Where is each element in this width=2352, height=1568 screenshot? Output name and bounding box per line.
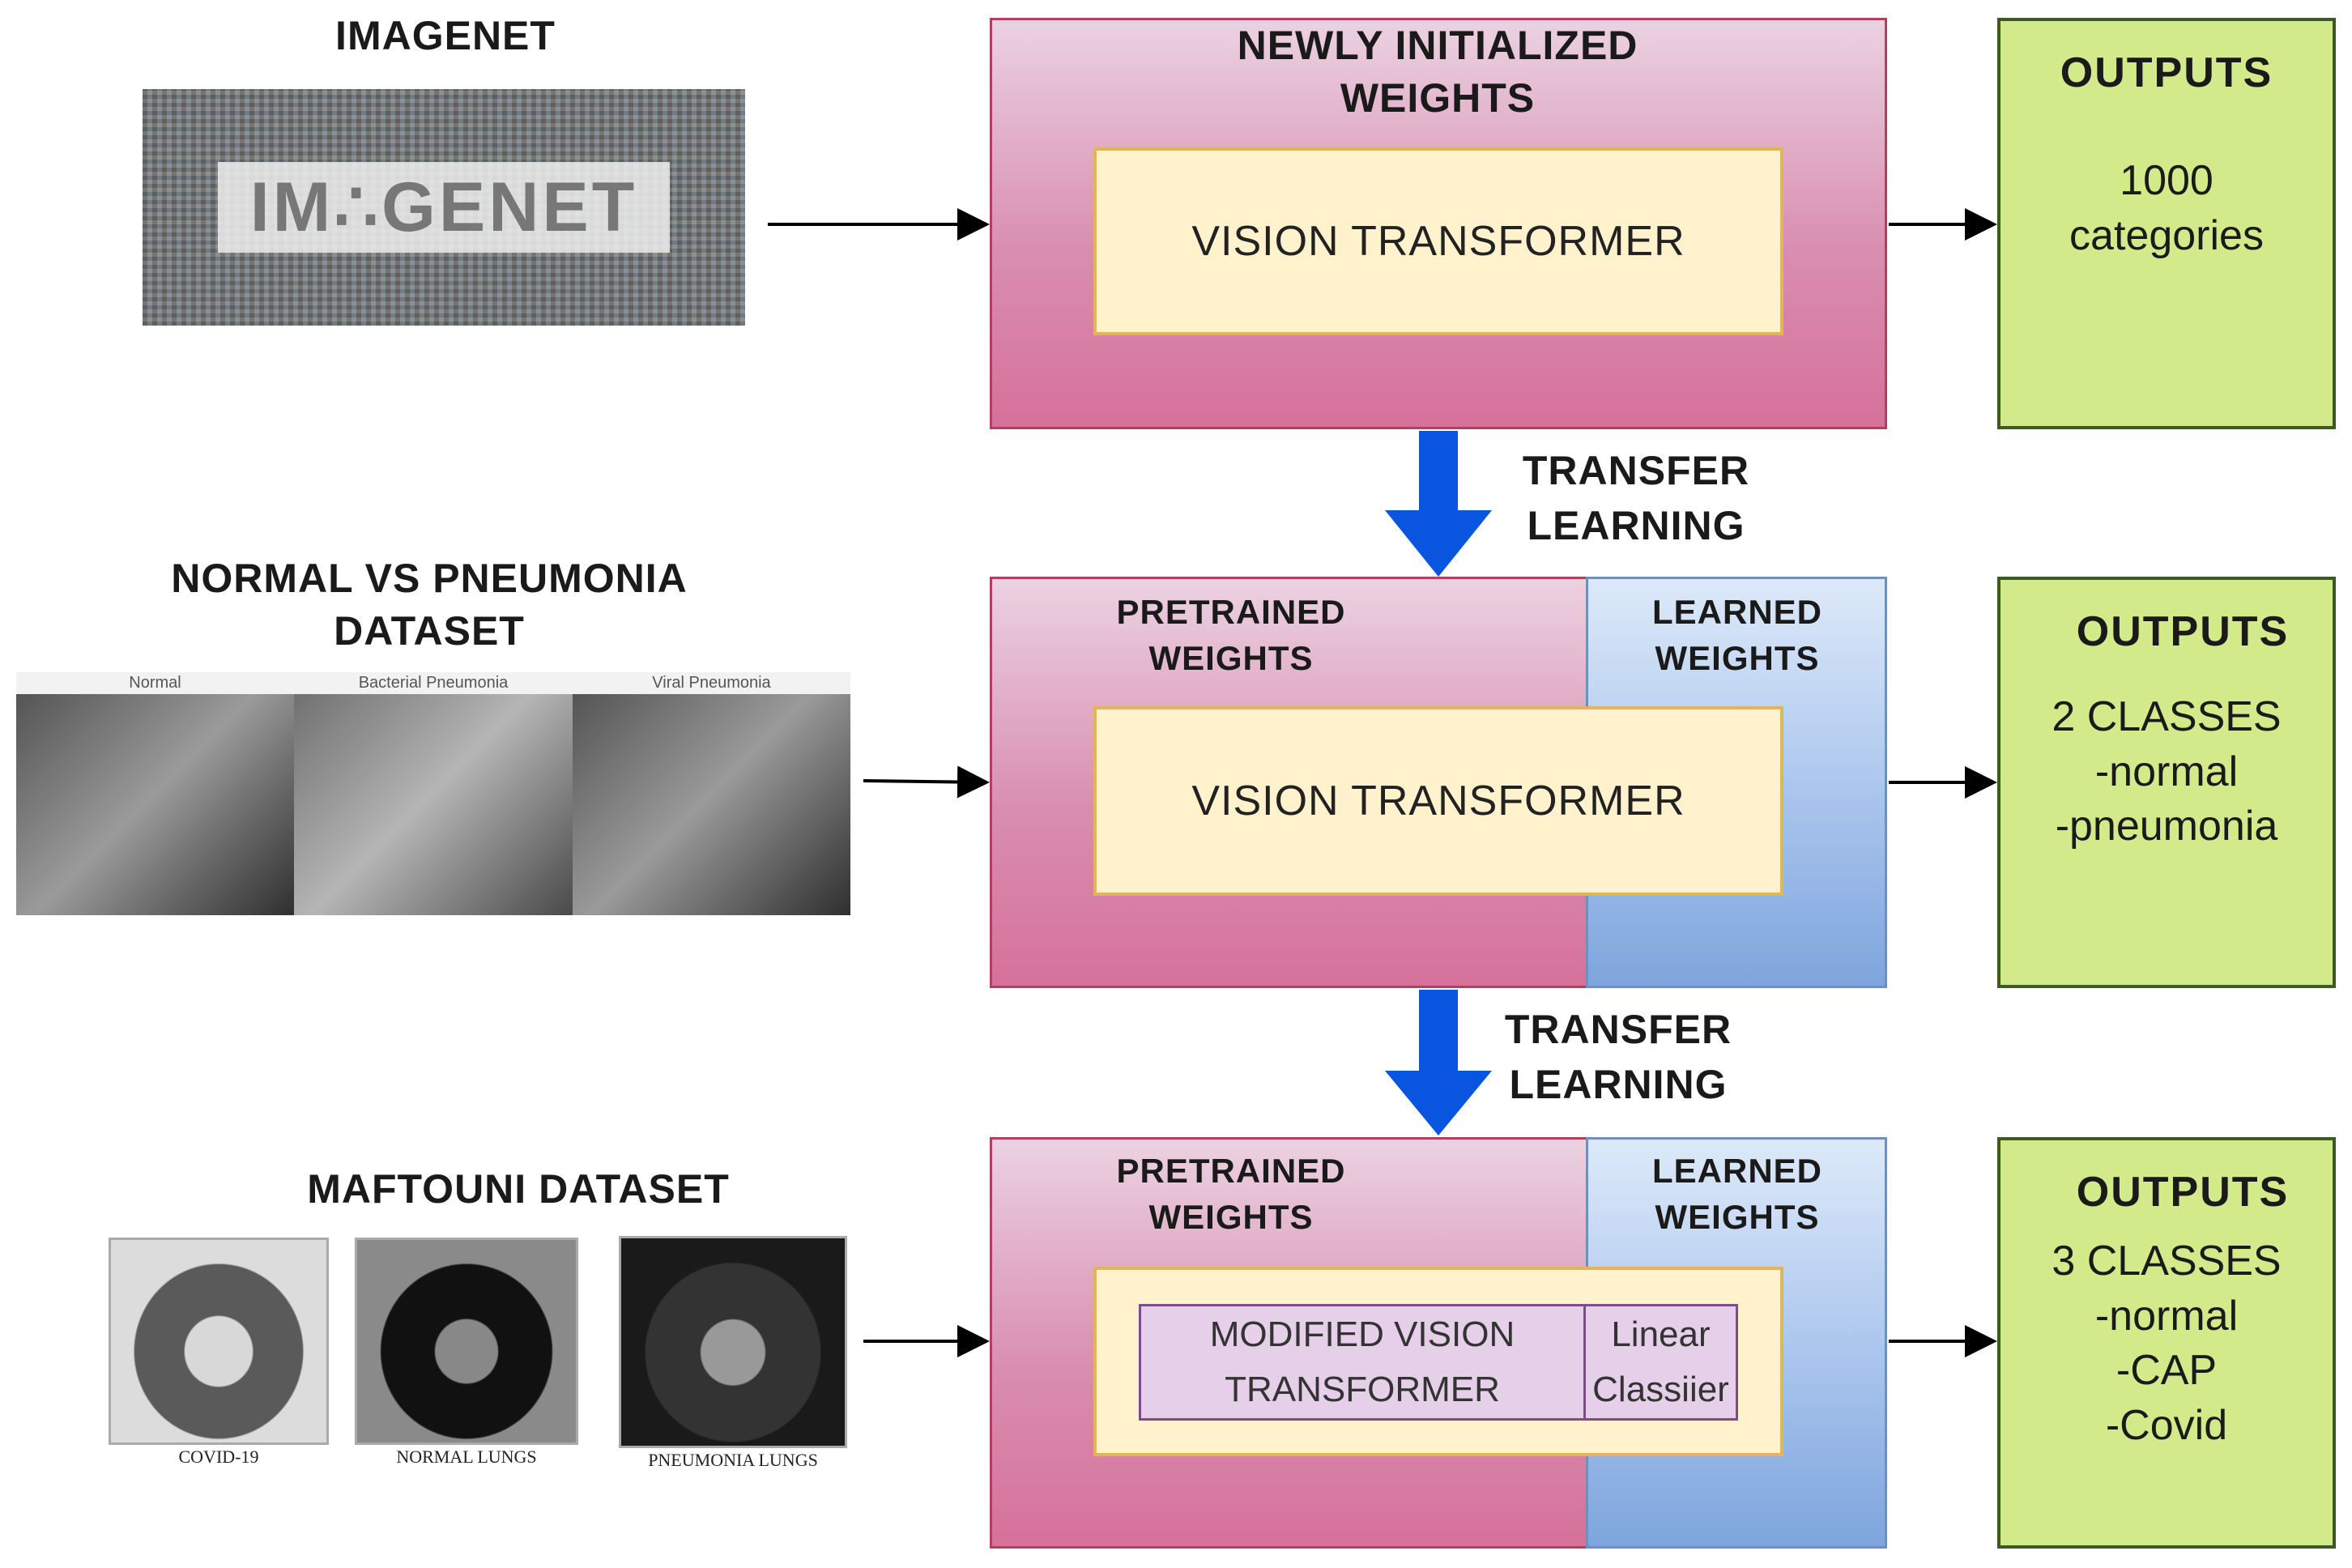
stage1-outputs-title: OUTPUTS xyxy=(2060,49,2273,96)
ct-pneumonia xyxy=(619,1236,847,1448)
stage2-pretrained-line-2: WEIGHTS xyxy=(1148,638,1314,677)
stage3-outputs-normal: -normal xyxy=(2094,1292,2239,1340)
transfer-arrow-1 xyxy=(1385,431,1492,577)
xray-caption-normal: Normal xyxy=(16,672,294,694)
transfer-learning-label-1: TRANSFER LEARNING xyxy=(1490,444,1782,553)
xray-caption-viral: Viral Pneumonia xyxy=(573,672,850,694)
ct-covid xyxy=(109,1238,329,1445)
stage2-outputs-classes: 2 CLASSES xyxy=(2052,693,2282,740)
imagenet-title: IMAGENET xyxy=(335,13,556,58)
pneumonia-title-line-2: DATASET xyxy=(334,608,525,654)
transfer2-line-1: TRANSFER xyxy=(1504,1007,1732,1052)
stage2-vision-transformer: VISION TRANSFORMER xyxy=(1093,706,1783,896)
stage2-pretrained-line-1: PRETRAINED xyxy=(1116,593,1346,631)
lc-line-1: Linear xyxy=(1611,1314,1711,1354)
stage2-outputs-pneumonia: -pneumonia xyxy=(2055,803,2278,850)
stage3-learned-line-1: LEARNED xyxy=(1651,1152,1822,1190)
stage1-outputs-count: 1000 xyxy=(2120,157,2214,204)
xray-viral: Viral Pneumonia xyxy=(573,672,850,915)
pneumonia-title-line-1: NORMAL VS PNEUMONIA xyxy=(171,556,688,601)
stage1-vision-transformer: VISION TRANSFORMER xyxy=(1093,147,1783,335)
ct-normal xyxy=(355,1238,578,1445)
stage1-title-line-1: NEWLY INITIALIZED xyxy=(1237,23,1638,68)
imagenet-logo: IM∴GENET xyxy=(217,162,671,253)
ct-caption-pneumonia: PNEUMONIA LUNGS xyxy=(648,1450,818,1470)
stage3-pretrained-line-2: WEIGHTS xyxy=(1148,1197,1314,1236)
ct-caption-covid: COVID-19 xyxy=(178,1447,259,1467)
stage1-outputs-categories: categories xyxy=(2069,211,2264,259)
stage2-outputs-box: OUTPUTS 2 CLASSES -normal -pneumonia xyxy=(1997,577,2336,988)
stage3-modified-vision-transformer: MODIFIED VISION TRANSFORMER xyxy=(1139,1304,1586,1421)
stage3-pretrained-line-1: PRETRAINED xyxy=(1116,1152,1346,1190)
xray-bacterial: Bacterial Pneumonia xyxy=(294,672,573,915)
imagenet-image: IM∴GENET xyxy=(143,89,745,326)
stage2-learned-line-1: LEARNED xyxy=(1651,593,1822,631)
stage2-learned-label: LEARNED WEIGHTS xyxy=(1612,590,1863,681)
transfer-learning-label-2: TRANSFER LEARNING xyxy=(1472,1003,1764,1112)
stage2-outputs-normal: -normal xyxy=(2094,748,2239,795)
pneumonia-dataset-title: NORMAL VS PNEUMONIA DATASET xyxy=(105,552,753,658)
stage3-linear-classifier: Linear Classiier xyxy=(1583,1304,1738,1421)
pneumonia-xray-images: Normal Bacterial Pneumonia Viral Pneumon… xyxy=(16,672,850,915)
lc-line-2: Classiier xyxy=(1592,1370,1729,1409)
stage2-pretrained-label: PRETRAINED WEIGHTS xyxy=(1053,590,1409,681)
stage3-outputs-covid: -Covid xyxy=(2105,1401,2228,1449)
mvt-line-2: TRANSFORMER xyxy=(1225,1370,1500,1409)
stage3-learned-label: LEARNED WEIGHTS xyxy=(1612,1148,1863,1240)
stage3-pretrained-label: PRETRAINED WEIGHTS xyxy=(1053,1148,1409,1240)
transfer-arrow-2 xyxy=(1385,990,1492,1136)
xray-caption-bacterial: Bacterial Pneumonia xyxy=(294,672,573,694)
stage3-outputs-cap: -CAP xyxy=(2116,1347,2218,1395)
arrow-pneumonia-to-stage2 xyxy=(863,765,990,799)
stage2-learned-line-2: WEIGHTS xyxy=(1655,638,1820,677)
stage1-outputs-box: OUTPUTS 1000 categories xyxy=(1997,18,2336,429)
stage3-learned-line-2: WEIGHTS xyxy=(1655,1197,1820,1236)
stage1-title-line-2: WEIGHTS xyxy=(1340,75,1536,121)
maftouni-dataset-title: MAFTOUNI DATASET xyxy=(307,1166,730,1212)
ct-caption-normal: NORMAL LUNGS xyxy=(396,1447,537,1467)
xray-normal: Normal xyxy=(16,672,294,915)
stage3-outputs-title: OUTPUTS xyxy=(2076,1169,2290,1216)
transfer1-line-2: LEARNING xyxy=(1527,502,1745,548)
mvt-line-1: MODIFIED VISION xyxy=(1209,1314,1515,1354)
stage2-outputs-title: OUTPUTS xyxy=(2076,608,2290,655)
stage3-outputs-classes: 3 CLASSES xyxy=(2052,1238,2282,1285)
transfer2-line-2: LEARNING xyxy=(1509,1061,1728,1107)
transfer1-line-1: TRANSFER xyxy=(1522,448,1750,493)
stage3-outputs-box: OUTPUTS 3 CLASSES -normal -CAP -Covid xyxy=(1997,1137,2336,1549)
stage1-title: NEWLY INITIALIZED WEIGHTS xyxy=(1134,19,1741,125)
